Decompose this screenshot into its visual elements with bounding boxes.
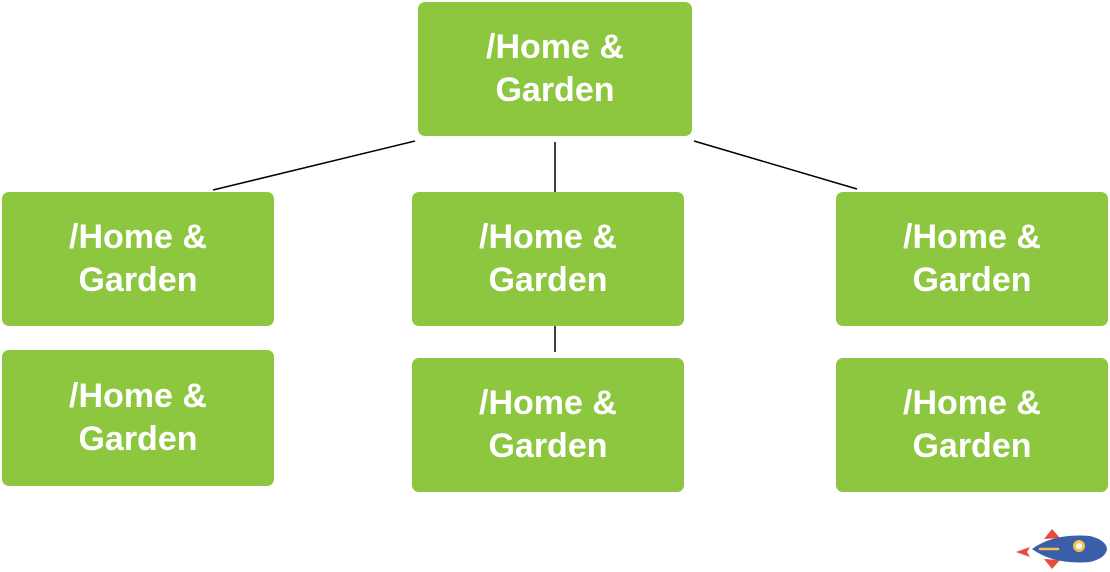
connector-root-left: [212, 140, 416, 191]
grandchild-node-right-label: /Home & Garden: [903, 384, 1041, 465]
child-node-right-label: /Home & Garden: [903, 218, 1041, 299]
grandchild-node-left-label: /Home & Garden: [69, 377, 207, 458]
root-node: /Home & Garden: [418, 2, 692, 136]
child-node-middle-label: /Home & Garden: [479, 218, 617, 299]
child-node-left: /Home & Garden: [2, 192, 274, 326]
child-node-right: /Home & Garden: [836, 192, 1108, 326]
child-node-middle: /Home & Garden: [412, 192, 684, 326]
rocket-icon: [1016, 529, 1107, 569]
root-node-label: /Home & Garden: [486, 28, 624, 109]
grandchild-node-left: /Home & Garden: [2, 350, 274, 486]
grandchild-node-middle-label: /Home & Garden: [479, 384, 617, 465]
child-node-left-label: /Home & Garden: [69, 218, 207, 299]
connector-root-right: [693, 140, 858, 190]
grandchild-node-right: /Home & Garden: [836, 358, 1108, 492]
grandchild-node-middle: /Home & Garden: [412, 358, 684, 492]
